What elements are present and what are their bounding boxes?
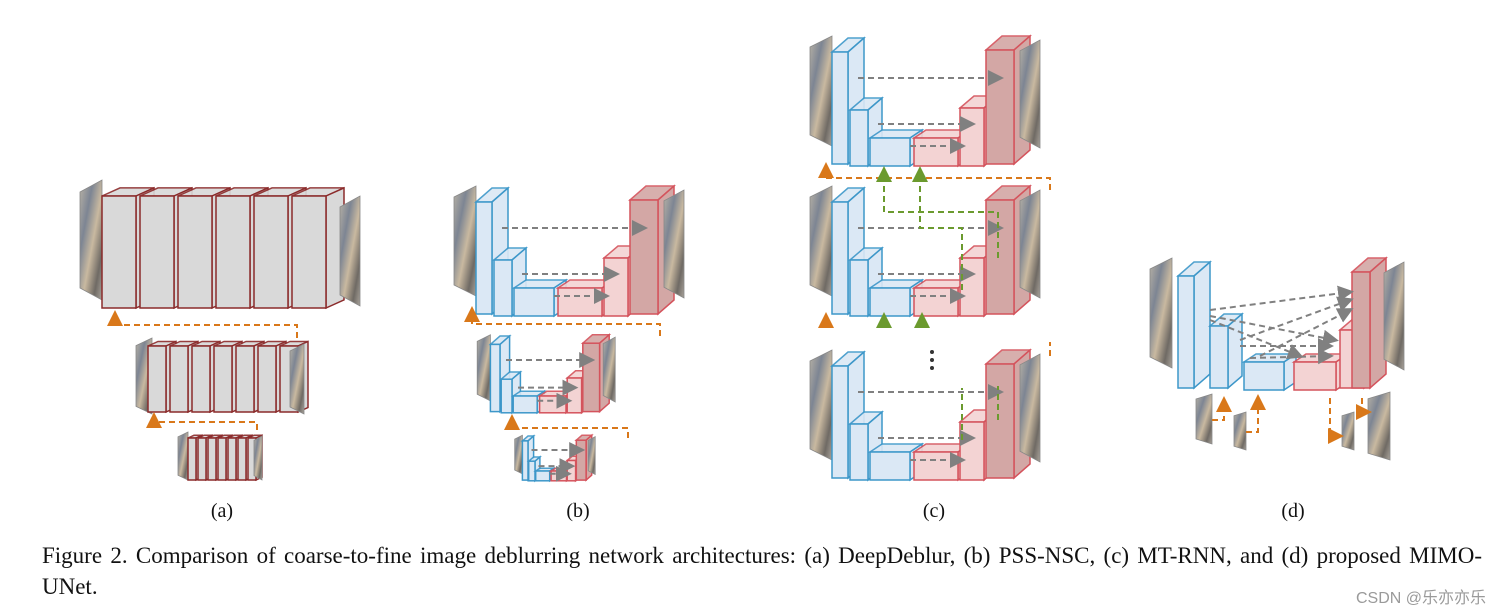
input-image bbox=[809, 349, 833, 461]
ellipsis-dot bbox=[930, 358, 934, 362]
multi-input-arrow bbox=[1212, 396, 1232, 421]
multi-scale-skip-arrow bbox=[1249, 348, 1334, 365]
panel-label-c: (c) bbox=[922, 500, 946, 522]
coarse-to-fine-arrow bbox=[107, 310, 298, 338]
input-image bbox=[1149, 257, 1173, 369]
encoder-block bbox=[867, 128, 925, 168]
feature-recurrent-arrow bbox=[876, 166, 999, 258]
coarse-to-fine-arrow bbox=[504, 414, 629, 438]
input-image bbox=[79, 179, 103, 301]
input-image bbox=[809, 35, 833, 147]
input-image bbox=[476, 334, 491, 402]
output-image bbox=[602, 336, 616, 403]
figure-caption: Figure 2. Comparison of coarse-to-fine i… bbox=[42, 543, 1482, 599]
multi-scale-skip-arrow bbox=[1209, 285, 1354, 311]
multi-output-arrow bbox=[1328, 398, 1344, 444]
ellipsis-dot bbox=[930, 350, 934, 354]
output-image bbox=[1019, 189, 1041, 299]
multi-output-arrow bbox=[1356, 398, 1372, 420]
input-image bbox=[177, 431, 189, 481]
multi-scale-skip-arrow bbox=[1209, 319, 1304, 359]
encoder-block bbox=[1241, 352, 1299, 392]
output-image bbox=[1383, 261, 1405, 371]
decoder-block bbox=[1350, 256, 1388, 390]
panel-label-d: (d) bbox=[1281, 500, 1305, 522]
output-image-medium bbox=[1367, 391, 1391, 461]
input-image bbox=[809, 185, 833, 297]
input-image-medium bbox=[1195, 393, 1213, 445]
output-image bbox=[663, 189, 685, 299]
multi-scale-skip-arrow bbox=[1259, 308, 1354, 357]
input-image bbox=[453, 185, 477, 297]
input-image-small bbox=[1233, 411, 1247, 451]
multi-scale-skip-arrow bbox=[1239, 296, 1354, 341]
output-image bbox=[1019, 39, 1041, 149]
panel-label-a: (a) bbox=[210, 500, 234, 522]
output-image bbox=[253, 435, 263, 481]
output-image bbox=[339, 195, 361, 307]
multi-input-arrow bbox=[1246, 394, 1266, 433]
feature-recurrent-arrow bbox=[912, 166, 963, 290]
output-image bbox=[587, 436, 596, 476]
encoder-block bbox=[1207, 312, 1245, 390]
encoder-block bbox=[1176, 260, 1212, 390]
recurrent-arrow bbox=[818, 162, 1051, 190]
output-image bbox=[289, 343, 305, 415]
watermark: CSDN @乐亦亦乐 bbox=[1355, 590, 1486, 607]
output-image bbox=[1019, 353, 1041, 463]
output-image-small bbox=[1341, 411, 1355, 451]
coarse-to-fine-arrow bbox=[464, 306, 661, 336]
figure-diagram bbox=[79, 34, 1405, 483]
conv-block bbox=[291, 186, 345, 310]
panel-label-b: (b) bbox=[566, 500, 590, 522]
coarse-to-fine-arrow bbox=[146, 412, 258, 430]
ellipsis-dot bbox=[930, 366, 934, 370]
